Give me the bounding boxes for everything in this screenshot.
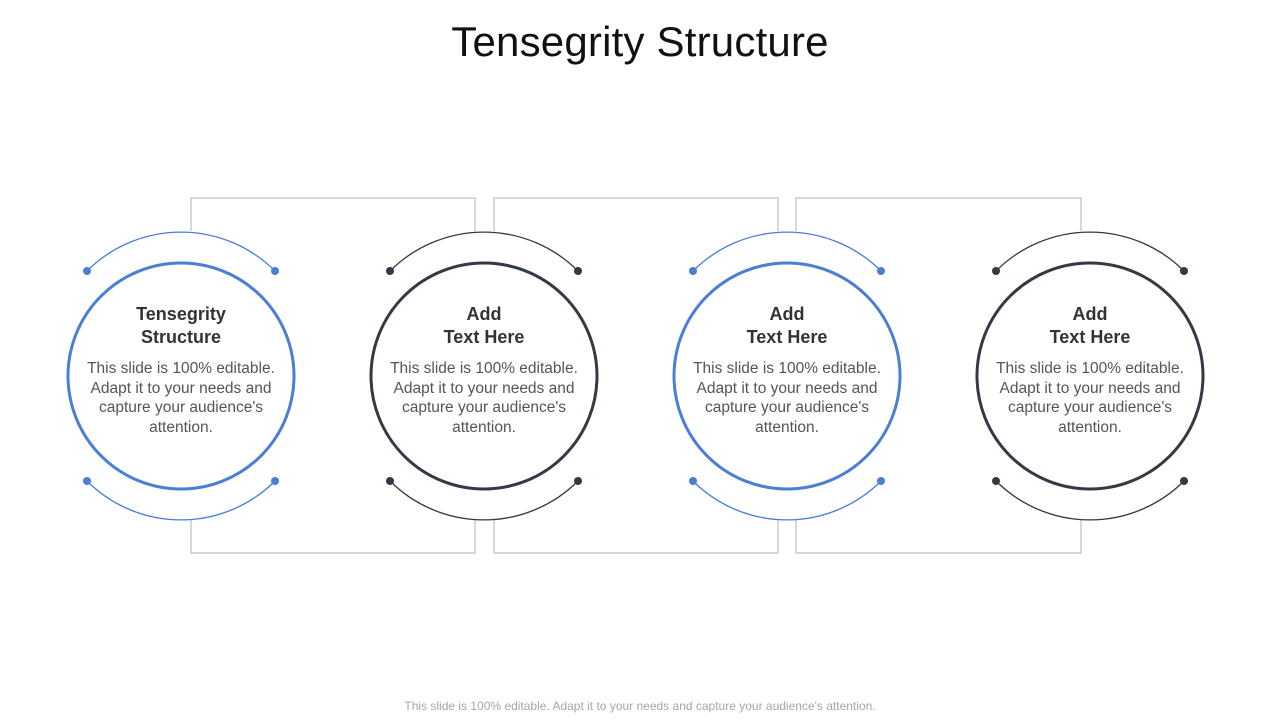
anchor-dot (689, 477, 697, 485)
bottom-connector-1-2 (190, 519, 476, 554)
anchor-dot (574, 477, 582, 485)
bottom-connector-3-4 (795, 519, 1082, 554)
node-description: This slide is 100% editable. Adapt it to… (390, 360, 578, 436)
node-1-text: Tensegrity Structure This slide is 100% … (86, 303, 276, 437)
anchor-dot (83, 477, 91, 485)
node-3-text: Add Text Here This slide is 100% editabl… (692, 303, 882, 437)
bottom-tension-arc (389, 480, 579, 521)
anchor-dot (992, 477, 1000, 485)
node-ring (975, 261, 1205, 491)
anchor-dot (1180, 477, 1188, 485)
anchor-dot (1180, 267, 1188, 275)
node-ring (672, 261, 902, 491)
bottom-connector-2-3 (493, 519, 779, 554)
node-title: Add Text Here (1049, 304, 1131, 347)
node-title: Add Text Here (746, 304, 828, 347)
node-title: Add Text Here (443, 304, 525, 347)
anchor-dot (83, 267, 91, 275)
top-tension-arc (692, 231, 882, 272)
top-connector-2-3 (493, 197, 779, 231)
bottom-tension-arc (995, 480, 1185, 521)
node-2-text: Add Text Here This slide is 100% editabl… (389, 303, 579, 437)
node-3-shape (672, 231, 902, 521)
anchor-dot (271, 477, 279, 485)
anchor-dot (877, 477, 885, 485)
node-ring (66, 261, 296, 491)
node-description: This slide is 100% editable. Adapt it to… (87, 360, 275, 436)
anchor-dot (271, 267, 279, 275)
anchor-dot (574, 267, 582, 275)
node-description: This slide is 100% editable. Adapt it to… (996, 360, 1184, 436)
node-description: This slide is 100% editable. Adapt it to… (693, 360, 881, 436)
bottom-tension-arc (692, 480, 882, 521)
anchor-dot (689, 267, 697, 275)
node-2-shape (369, 231, 599, 521)
top-tension-arc (389, 231, 579, 272)
footer-note: This slide is 100% editable. Adapt it to… (404, 699, 876, 713)
slide-title: Tensegrity Structure (451, 18, 829, 65)
top-connector-1-2 (190, 197, 476, 231)
node-4-text: Add Text Here This slide is 100% editabl… (995, 303, 1185, 437)
top-tension-arc (995, 231, 1185, 272)
anchor-dot (877, 267, 885, 275)
node-ring (369, 261, 599, 491)
node-title: Tensegrity Structure (136, 304, 226, 347)
top-connector-3-4 (795, 197, 1082, 231)
anchor-dot (992, 267, 1000, 275)
node-4-shape (975, 231, 1205, 521)
top-tension-arc (86, 231, 276, 272)
anchor-dot (386, 477, 394, 485)
node-1-shape (66, 231, 296, 521)
bottom-tension-arc (86, 480, 276, 521)
anchor-dot (386, 267, 394, 275)
